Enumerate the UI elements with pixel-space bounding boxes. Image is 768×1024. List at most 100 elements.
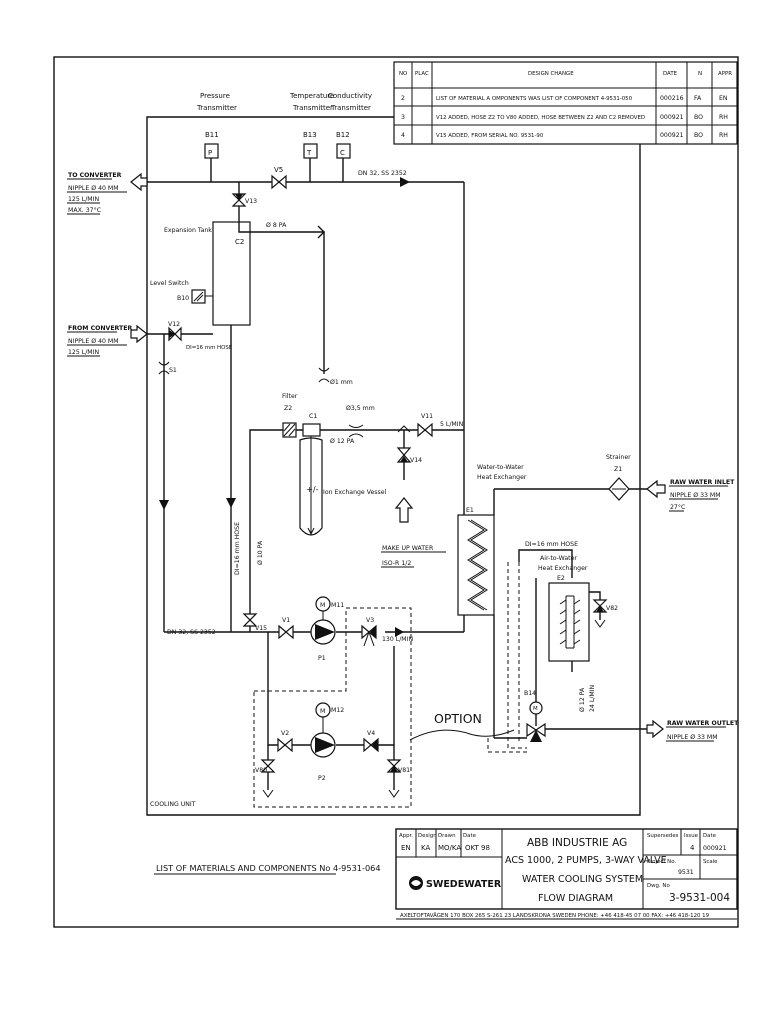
return-line [158, 334, 170, 632]
date-value: OKT 98 [465, 844, 490, 852]
z2-label: Z2 [284, 405, 292, 412]
option-dashed-box [253, 607, 412, 808]
rev-header-date: DATE [663, 71, 678, 77]
dwg-label: Dwg. No [647, 883, 670, 889]
dn-top-label: DN 32, SS 2352 [358, 170, 407, 177]
b14-label: B14 [524, 690, 536, 697]
option-hose-loop [487, 549, 573, 753]
z1-label: Z1 [614, 466, 622, 473]
orifice-1mm-label: Ø1 mm [330, 378, 353, 386]
rev-row-appr: EN [719, 95, 728, 102]
expansion-tank-label: Expansion Tank [164, 227, 212, 234]
rev-row-change: LIST OF MATERIAL A OMPONENTS WAS LIST OF… [436, 96, 633, 102]
rev-row-date: 000921 [660, 132, 684, 139]
v12-valve: V12 [147, 321, 213, 342]
dwg-number: 3-9531-004 [669, 892, 730, 904]
raw-outlet-line: NIPPLE Ø 33 MM [667, 733, 718, 741]
project-value: 9531 [678, 869, 694, 876]
ion-vessel-label: Ion Exchange Vessel [323, 489, 387, 496]
aw-hx-label: Air-to-Water [540, 555, 577, 562]
expansion-tank-c2: C2 [212, 221, 251, 326]
water-heat-exchanger-e1 [457, 514, 495, 616]
pump-main-line [164, 613, 465, 647]
c2-label: C2 [235, 238, 244, 246]
pump-p2: M [310, 702, 336, 758]
issue-label: Issue [684, 833, 699, 839]
date2-label: Date [703, 833, 717, 839]
flow-arrow [317, 225, 325, 239]
hose-vertical-label: DI=16 mm HOSE [234, 522, 241, 575]
dn-bottom-label: DN 32, SS 2352 [167, 629, 216, 636]
rev-row-n: FA [694, 95, 702, 102]
temperature-symbol: T [306, 149, 312, 157]
pressure-symbol: P [208, 149, 212, 157]
transmitter-b11: P B11 [204, 131, 219, 182]
design-label: Design [418, 833, 437, 839]
b13-label: B13 [303, 131, 317, 139]
title-block [395, 828, 738, 920]
rev-row-appr: RH [719, 132, 728, 139]
p1-label: P1 [318, 655, 326, 662]
drawing-frame [53, 56, 739, 928]
raw-water-line [493, 477, 647, 739]
to-converter-title: TO CONVERTER [68, 172, 122, 179]
appr-label: Appr. [399, 833, 413, 839]
makeup-water-label: MAKE UP WATER [382, 545, 434, 552]
ww-hx-label: Water-to-Water [477, 464, 524, 471]
supersedes-label: Supersedes [647, 833, 679, 839]
temperature-transmitter-label: Transmitter [292, 104, 333, 112]
m-symbol: M [320, 708, 325, 715]
rev-header-no: NO [399, 71, 407, 77]
three-way-valve-b14: M [526, 701, 546, 742]
from-converter-connection: FROM CONVERTER NIPPLE Ø 40 MM 125 L/MIN [67, 324, 148, 357]
rev-row-appr: RH [719, 114, 728, 121]
conductivity-transmitter-label: Conductivity [328, 92, 372, 100]
raw-water-outlet: RAW WATER OUTLET NIPPLE Ø 33 MM [646, 719, 739, 742]
orifice-3-5-label: Ø3,5 mm [346, 404, 375, 412]
hose-e2-label: DI=16 mm HOSE [525, 541, 578, 548]
raw-inlet-title: RAW WATER INLET [670, 479, 735, 486]
raw-inlet-line: NIPPLE Ø 33 MM [670, 491, 721, 499]
drawing-title: WATER COOLING SYSTEM [522, 874, 643, 885]
option-label: OPTION [434, 711, 482, 726]
from-converter-line: 125 L/MIN [68, 349, 99, 356]
pressure-transmitter-label: Transmitter [196, 104, 237, 112]
flow-5-label: 5 L/MIN [440, 421, 464, 428]
scale-label: Scale [703, 859, 718, 865]
v15-label: V15 [255, 625, 267, 632]
hose-v12-label: DI=16 mm HOSE [186, 345, 233, 351]
issue-value: 4 [690, 844, 695, 852]
ion-symbol: +/- [306, 484, 319, 494]
v4-label: V4 [367, 730, 375, 737]
transmitter-b12: C B12 [336, 131, 351, 182]
drawn-label: Drawn [438, 833, 456, 839]
c1-label: C1 [309, 413, 317, 420]
from-converter-title: FROM CONVERTER [68, 325, 132, 332]
b10-label: B10 [177, 295, 189, 302]
to-converter-line: NIPPLE Ø 40 MM [68, 184, 119, 192]
level-switch-b10 [191, 289, 213, 304]
materials-list-label: LIST OF MATERIALS AND COMPONENTS No 4-95… [156, 863, 381, 873]
orifice-1mm [318, 367, 330, 383]
rev-row-date: 000921 [660, 114, 684, 121]
hose-vertical [226, 325, 236, 632]
v13-label: V13 [245, 198, 257, 205]
v80-label: V80 [255, 767, 267, 774]
v12-label: V12 [168, 321, 180, 328]
conductivity-transmitter-label: Transmitter [330, 104, 371, 112]
option-connector [409, 729, 515, 741]
v5-label: V5 [274, 166, 283, 174]
v5-valve [271, 174, 287, 190]
to-converter-connection: TO CONVERTER NIPPLE Ø 40 MM 125 L/MIN MA… [67, 172, 148, 215]
cooling-unit-label: COOLING UNIT [150, 801, 196, 808]
pressure-transmitter-label: Pressure [200, 92, 230, 100]
rev-header-appr: APPR [718, 71, 732, 77]
transmitter-b13: T B13 [303, 131, 318, 182]
m11-label: M11 [331, 602, 344, 609]
raw-inlet-line: 27°C [670, 503, 685, 511]
logo-text: SWEDEWATER [426, 879, 502, 890]
v11-label: V11 [421, 413, 433, 420]
pump-p1: M [310, 596, 336, 645]
pump-p2-line [260, 632, 402, 798]
appr-value: EN [401, 844, 411, 852]
